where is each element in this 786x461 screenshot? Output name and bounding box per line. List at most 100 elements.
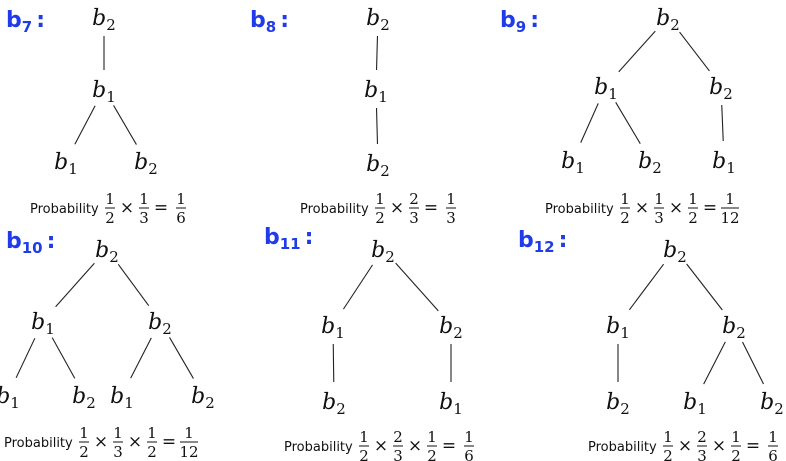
fraction-factor: 12 [731, 428, 741, 461]
node-subscript: 2 [774, 400, 784, 418]
times-sign: × [94, 432, 108, 452]
fraction-denominator: 3 [113, 443, 123, 461]
node-base: b [366, 6, 380, 31]
tree-label: b12: [518, 228, 567, 256]
tree-edge [703, 341, 726, 385]
node-base: b [712, 149, 726, 174]
node-base: b [606, 314, 620, 339]
tree-node: b2 [366, 6, 390, 34]
tree-label: b10: [6, 229, 55, 257]
tree-node: b1 [364, 78, 388, 106]
fraction-numerator: 1 [654, 190, 664, 208]
fraction-result: 13 [446, 190, 456, 227]
equals-sign: = [442, 436, 456, 456]
node-subscript: 2 [380, 162, 390, 180]
node-subscript: 1 [45, 320, 55, 338]
fraction-denominator: 6 [176, 209, 186, 227]
node-subscript: 1 [68, 160, 78, 178]
node-subscript: 1 [726, 159, 736, 177]
tree-label-subscript: 7 [22, 18, 32, 36]
node-subscript: 1 [10, 394, 20, 412]
equals-sign: = [746, 436, 760, 456]
node-subscript: 1 [335, 324, 345, 342]
node-subscript: 1 [697, 400, 707, 418]
tree-label-subscript: 9 [516, 18, 526, 36]
fraction-denominator: 6 [768, 447, 778, 461]
fraction-denominator: 3 [409, 209, 419, 227]
tree-label-colon: : [305, 225, 314, 250]
tree-edge [342, 264, 374, 310]
times-sign: × [635, 198, 649, 218]
fraction-result: 112 [179, 424, 198, 461]
tree-node: b2 [322, 390, 346, 418]
tree-node: b1 [0, 384, 20, 412]
equals-sign: = [424, 198, 438, 218]
tree-node: b2 [191, 384, 215, 412]
node-subscript: 1 [378, 88, 388, 106]
fraction-numerator: 1 [731, 428, 741, 446]
tree-node: b1 [606, 314, 630, 342]
times-sign: × [712, 436, 726, 456]
tree-node: b2 [606, 390, 630, 418]
node-subscript: 2 [670, 16, 680, 34]
node-base: b [191, 384, 205, 409]
node-subscript: 2 [109, 248, 119, 266]
tree-label-colon: : [36, 8, 45, 33]
fraction-numerator: 1 [139, 190, 149, 208]
tree-edge [721, 104, 724, 142]
equals-sign: = [154, 198, 168, 218]
tree-node: b2 [72, 384, 96, 412]
node-subscript: 1 [453, 400, 463, 418]
node-base: b [606, 390, 620, 415]
fraction-result: 112 [720, 190, 739, 227]
fraction-factor: 13 [139, 190, 149, 227]
tree-node: b2 [134, 150, 158, 178]
times-sign: × [120, 198, 134, 218]
node-base: b [594, 75, 608, 100]
node-base: b [656, 6, 670, 31]
fraction-denominator: 2 [688, 209, 698, 227]
node-base: b [110, 384, 124, 409]
times-sign: × [678, 436, 692, 456]
node-subscript: 1 [575, 159, 585, 177]
fraction-factor: 12 [688, 190, 698, 227]
node-base: b [95, 238, 109, 263]
tree-label-base: b [500, 8, 516, 33]
node-base: b [722, 314, 736, 339]
node-base: b [322, 390, 336, 415]
fraction-factor: 12 [427, 428, 437, 461]
node-subscript: 2 [736, 324, 746, 342]
fraction-denominator: 2 [105, 209, 115, 227]
node-subscript: 1 [106, 88, 116, 106]
node-base: b [31, 310, 45, 335]
tree-label-subscript: 8 [266, 18, 276, 36]
tree-label-base: b [250, 8, 266, 33]
node-subscript: 2 [162, 320, 172, 338]
node-base: b [366, 152, 380, 177]
tree-label-base: b [6, 229, 22, 254]
node-base: b [72, 384, 86, 409]
node-base: b [92, 78, 106, 103]
fraction-result: 16 [768, 428, 778, 461]
fraction-numerator: 2 [393, 428, 403, 446]
tree-node: b2 [709, 75, 733, 103]
fraction-numerator: 2 [697, 428, 707, 446]
tree-node: b2 [148, 310, 172, 338]
node-subscript: 2 [620, 400, 630, 418]
fraction-numerator: 1 [688, 190, 698, 208]
fraction-numerator: 1 [184, 424, 194, 442]
equals-sign: = [703, 198, 717, 218]
probability-label: Probability [300, 202, 369, 217]
fraction-numerator: 1 [620, 190, 630, 208]
tree-edge [742, 341, 764, 385]
tree-label-subscript: 11 [280, 235, 301, 253]
node-base: b [92, 6, 106, 31]
times-sign: × [128, 432, 142, 452]
